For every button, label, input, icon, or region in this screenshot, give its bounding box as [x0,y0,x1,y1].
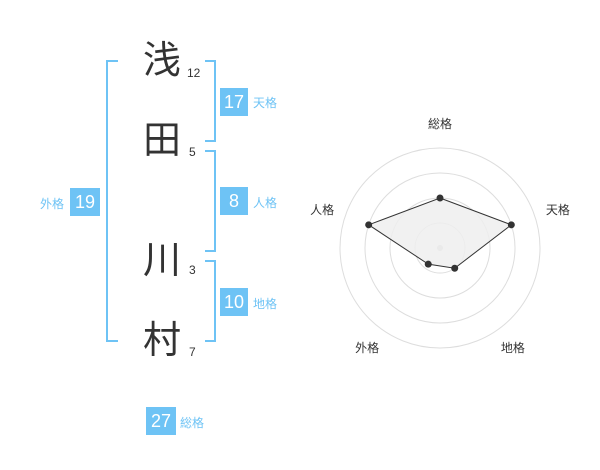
chi-label: 地格 [253,297,278,311]
radar-point-3 [451,264,459,272]
name-char-3: 川 [142,238,181,282]
stroke-count-4: 7 [189,345,196,359]
radar-series-polygon [367,197,513,269]
radar-axis-label-4: 外格 [355,341,380,356]
jin-label: 人格 [253,196,278,210]
name-char-2: 田 [142,118,181,162]
gai-label: 外格 [40,197,65,211]
radar-point-5 [365,221,373,229]
bracket-chi [205,260,216,342]
radar-axis-label-2: 天格 [545,202,570,217]
radar-axis-label-3: 地格 [500,341,525,356]
name-char-4: 村 [142,318,181,362]
radar-axis-label-5: 人格 [310,202,335,217]
bracket-ten [205,60,216,142]
radar-ring-3 [364,172,516,324]
bracket-gai [106,60,118,342]
stroke-count-2: 5 [189,145,196,159]
sou-value-box: 27 [146,407,176,435]
gai-value-box: 19 [70,188,100,216]
sou-label: 総格 [180,416,205,430]
ten-value-box: 17 [220,88,248,116]
radar-ring-4 [339,147,541,349]
radar-point-4 [424,260,432,268]
name-char-1: 浅 [142,38,181,82]
chi-value-box: 10 [220,288,248,316]
radar-point-1 [436,194,444,202]
ten-label: 天格 [253,96,278,110]
jin-value-box: 8 [220,187,248,215]
radar-point-2 [507,221,515,229]
stroke-count-3: 3 [189,263,196,277]
radar-axis-label-1: 総格 [428,117,453,131]
bracket-jin [205,150,216,252]
stroke-count-1: 12 [187,66,201,80]
